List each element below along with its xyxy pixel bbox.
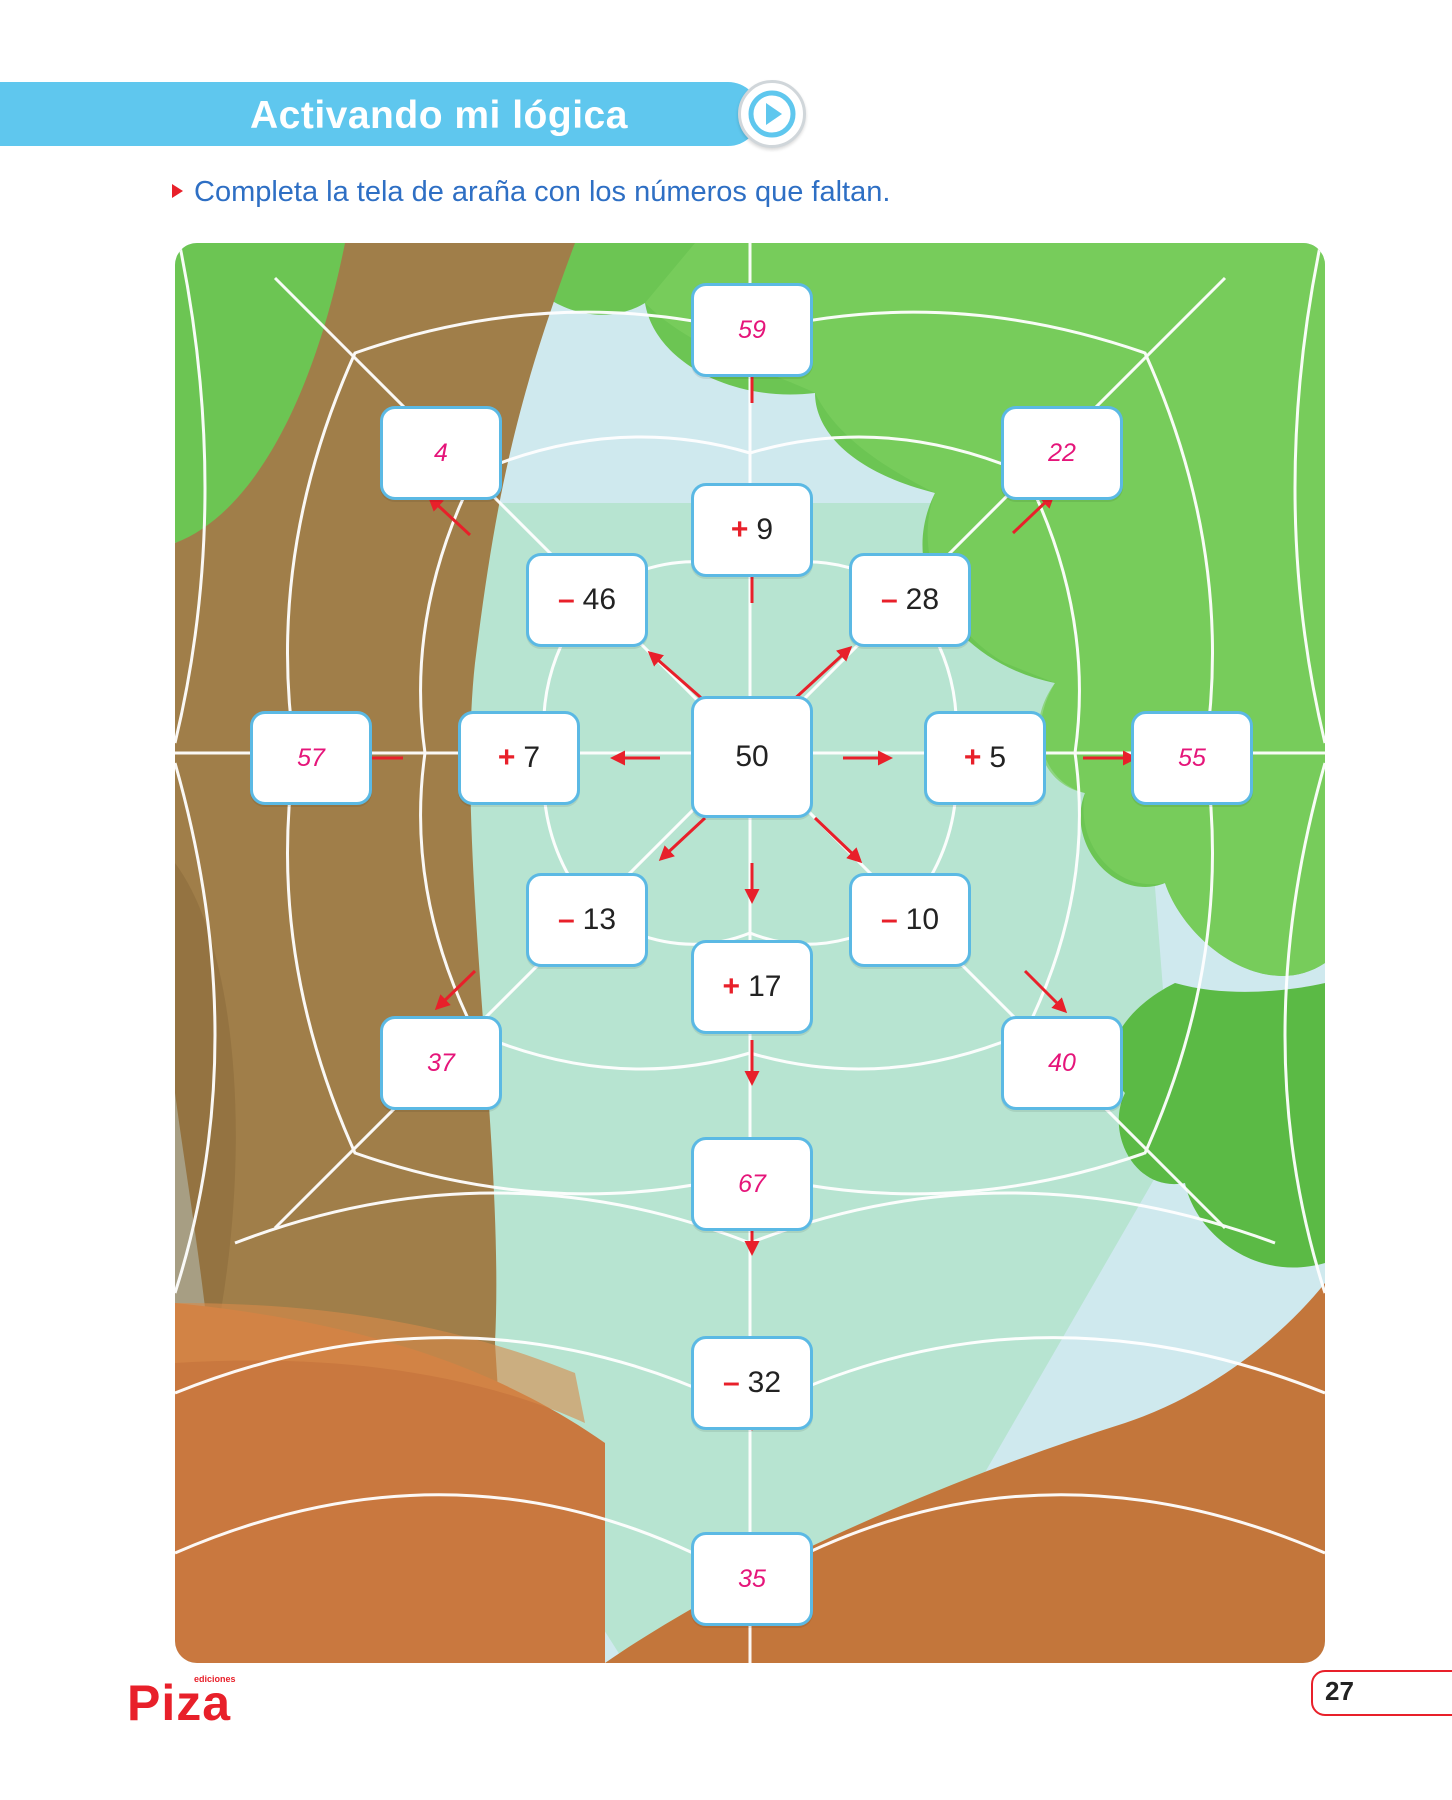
answer-box-down[interactable]: 67	[691, 1137, 813, 1231]
play-icon	[748, 90, 796, 138]
answer-value: 67	[738, 1169, 766, 1198]
minus-sign: –	[880, 583, 898, 616]
plus-sign: +	[963, 741, 982, 774]
answer-value: 4	[434, 438, 448, 467]
bullet-triangle-icon	[172, 184, 183, 198]
op-box-down-left: – 13	[526, 873, 648, 967]
answer-box-up-right[interactable]: 22	[1001, 406, 1123, 500]
minus-sign: –	[557, 583, 575, 616]
answer-value: 40	[1048, 1048, 1076, 1077]
answer-box-down-second[interactable]: 35	[691, 1532, 813, 1626]
minus-sign: –	[880, 903, 898, 936]
op-box-down: + 17	[691, 940, 813, 1034]
answer-box-left[interactable]: 57	[250, 711, 372, 805]
answer-box-up[interactable]: 59	[691, 283, 813, 377]
play-button[interactable]	[738, 80, 806, 148]
answer-box-right[interactable]: 55	[1131, 711, 1253, 805]
answer-value: 55	[1178, 743, 1206, 772]
op-value: 5	[989, 741, 1007, 774]
op-value: 32	[747, 1366, 782, 1399]
answer-value: 37	[427, 1048, 455, 1077]
page-number-tab	[1311, 1670, 1452, 1716]
brand-logo: Piza	[127, 1675, 232, 1731]
op-value: 9	[756, 513, 774, 546]
answer-value: 59	[738, 315, 766, 344]
center-number-box: 50	[691, 696, 813, 818]
answer-box-down-right[interactable]: 40	[1001, 1016, 1123, 1110]
answer-box-down-left[interactable]: 37	[380, 1016, 502, 1110]
op-box-up-right: – 28	[849, 553, 971, 647]
brand-prefix: ediciones	[194, 1674, 236, 1684]
instruction-text: Completa la tela de araña con los número…	[194, 176, 891, 208]
op-value: 17	[748, 970, 782, 1003]
plus-sign: +	[722, 970, 741, 1003]
center-number: 50	[735, 740, 769, 773]
op-box-left: + 7	[458, 711, 580, 805]
page-title: Activando mi lógica	[250, 94, 628, 137]
spider-web-puzzle: 50 + 9 – 28 + 5 – 10 + 17 – 13 + 7 – 46 …	[175, 243, 1325, 1663]
op-value: 28	[905, 583, 940, 616]
minus-sign: –	[722, 1366, 740, 1399]
op-box-up-left: – 46	[526, 553, 648, 647]
answer-value: 57	[297, 743, 325, 772]
op-value: 13	[582, 903, 617, 936]
op-box-down-right: – 10	[849, 873, 971, 967]
op-box-up: + 9	[691, 483, 813, 577]
plus-sign: +	[730, 513, 749, 546]
page-number: 27	[1325, 1676, 1354, 1706]
plus-sign: +	[497, 741, 516, 774]
op-value: 7	[523, 741, 541, 774]
title-banner	[0, 82, 760, 146]
op-value: 46	[582, 583, 617, 616]
op-box-right: + 5	[924, 711, 1046, 805]
op-box-down-second: – 32	[691, 1336, 813, 1430]
answer-box-up-left[interactable]: 4	[380, 406, 502, 500]
minus-sign: –	[557, 903, 575, 936]
op-value: 10	[905, 903, 940, 936]
answer-value: 22	[1048, 438, 1076, 467]
answer-value: 35	[738, 1564, 766, 1593]
